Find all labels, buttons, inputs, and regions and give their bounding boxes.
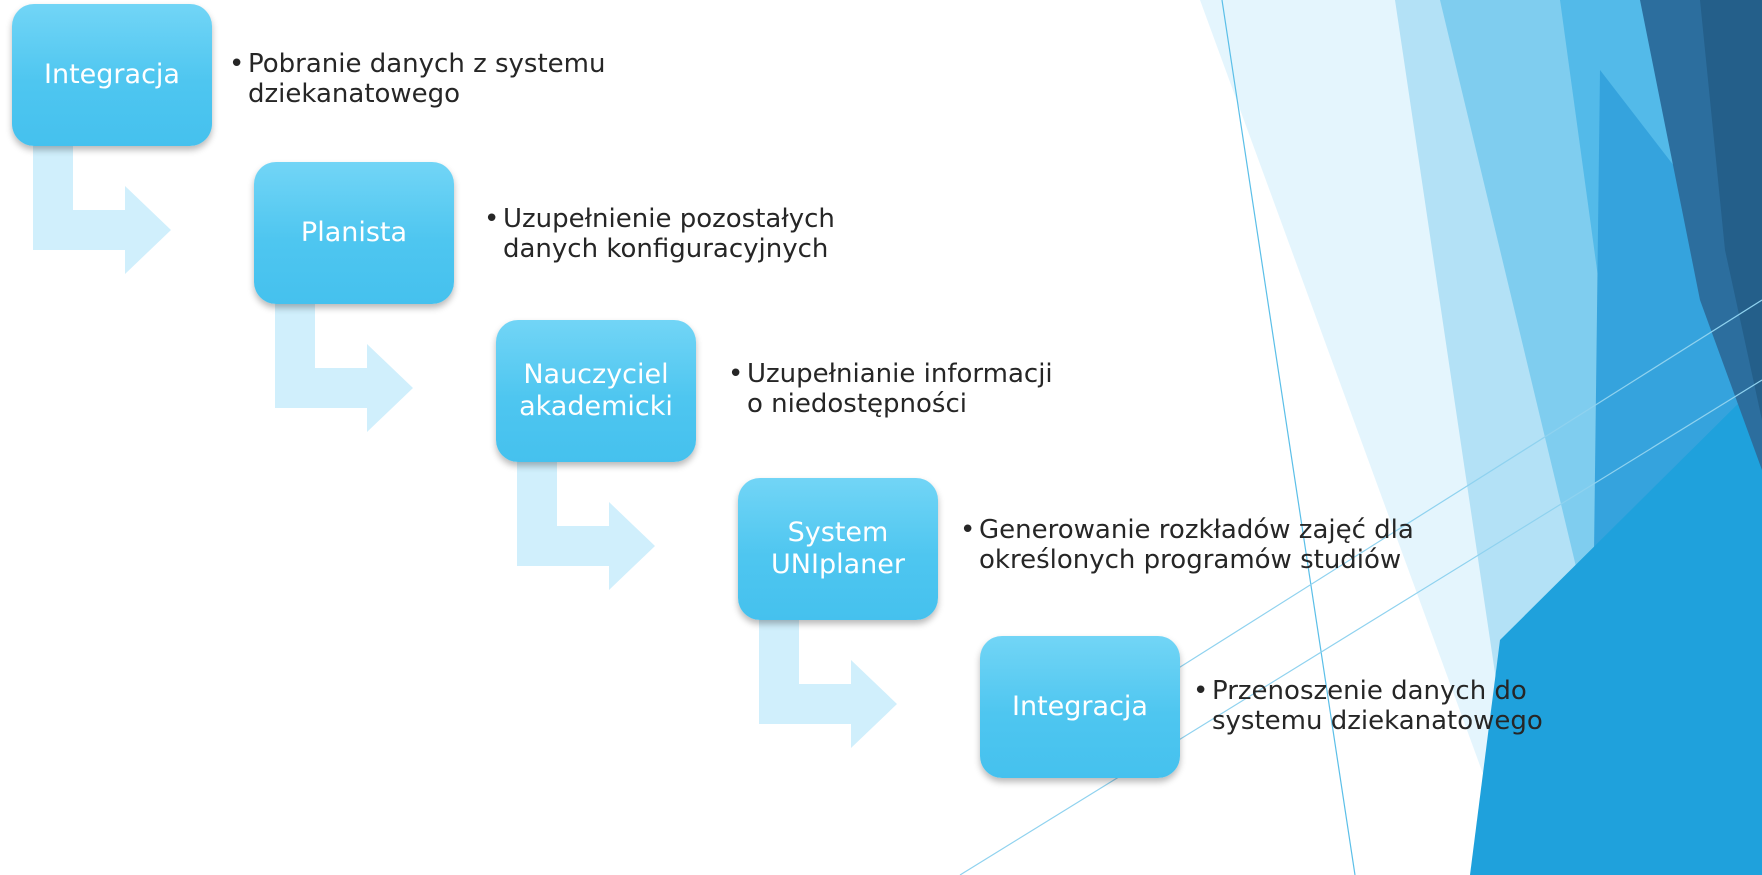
connector-arrow-3 — [517, 461, 655, 590]
bullet-5: • — [1193, 676, 1209, 706]
step-description-5-text: Przenoszenie danych do systemu dziekanat… — [1212, 676, 1543, 736]
connector-arrow-4 — [759, 619, 897, 748]
step-box-planista: Planista — [254, 162, 454, 304]
bullet-3: • — [728, 359, 744, 389]
step-description-1: • Pobranie danych z systemu dziekanatowe… — [229, 49, 606, 110]
step-box-integracja-2: Integracja — [980, 636, 1180, 778]
step-description-4-text: Generowanie rozkładów zajęć dla określon… — [979, 515, 1414, 575]
decor-triangle-deep — [1700, 0, 1762, 420]
step-box-system-uniplaner: System UNIplaner — [738, 478, 938, 620]
step-description-2: • Uzupełnienie pozostałych danych konfig… — [484, 204, 835, 265]
step-description-3-text: Uzupełnianie informacji o niedostępności — [747, 359, 1053, 419]
step-description-1-text: Pobranie danych z systemu dziekanatowego — [248, 49, 606, 109]
step-description-5: • Przenoszenie danych do systemu dziekan… — [1193, 676, 1543, 737]
connector-arrow-2 — [275, 303, 413, 432]
bullet-2: • — [484, 204, 500, 234]
decor-line-3 — [959, 379, 1762, 875]
step-description-4: • Generowanie rozkładów zajęć dla określ… — [960, 515, 1414, 576]
step-description-3: • Uzupełnianie informacji o niedostępnoś… — [728, 359, 1053, 420]
decor-line-1 — [1221, 0, 1356, 875]
step-box-nauczyciel-akademicki: Nauczyciel akademicki — [496, 320, 696, 462]
decor-line-2 — [1111, 299, 1762, 711]
step-box-integracja-1: Integracja — [12, 4, 212, 146]
step-description-2-text: Uzupełnienie pozostałych danych konfigur… — [503, 204, 835, 264]
bullet-1: • — [229, 49, 245, 79]
connector-arrow-1 — [33, 145, 171, 274]
bullet-4: • — [960, 515, 976, 545]
decor-triangle-bright — [1470, 380, 1762, 875]
